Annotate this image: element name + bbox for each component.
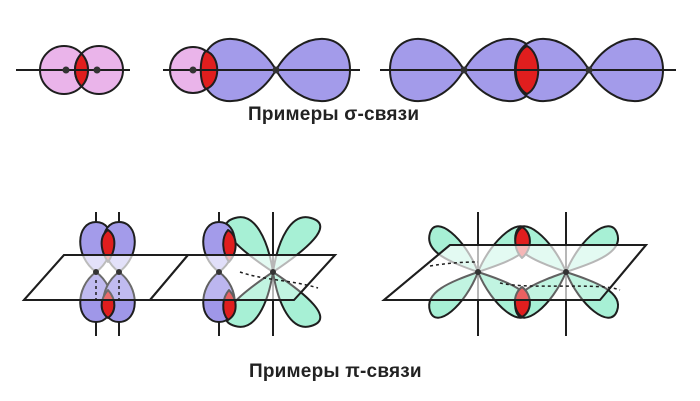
nucleus-dot xyxy=(116,269,122,275)
pi-bond-caption: Примеры π-связи xyxy=(249,361,422,382)
d-orbital-lobe xyxy=(428,271,479,319)
overlap-region xyxy=(513,286,531,318)
nucleus-dot xyxy=(216,269,222,275)
nucleus-dot xyxy=(475,269,481,275)
nodal-plane-front xyxy=(381,244,649,301)
nucleus-dot xyxy=(93,269,99,275)
nucleus-dot xyxy=(270,269,276,275)
nucleus-dot xyxy=(585,66,593,74)
sigma-p-p-overlap xyxy=(380,37,676,103)
pi-p-d-overlap xyxy=(147,212,338,336)
nucleus-dot xyxy=(563,269,569,275)
pi-d-d-overlap xyxy=(381,212,649,336)
nucleus-dot xyxy=(272,66,280,74)
nucleus-dot xyxy=(62,66,70,74)
nodal-plane-front xyxy=(147,254,338,301)
nucleus-dot xyxy=(93,66,101,74)
sigma-bond-caption: Примеры σ-связи xyxy=(248,104,420,125)
sigma-s-p-overlap xyxy=(163,37,360,103)
hidden-edge xyxy=(239,271,319,289)
nucleus-dot xyxy=(460,66,468,74)
hidden-edge xyxy=(429,261,479,267)
pi-p-p-overlap xyxy=(21,212,191,336)
sigma-s-s-overlap xyxy=(16,45,130,95)
nucleus-dot xyxy=(189,66,197,74)
